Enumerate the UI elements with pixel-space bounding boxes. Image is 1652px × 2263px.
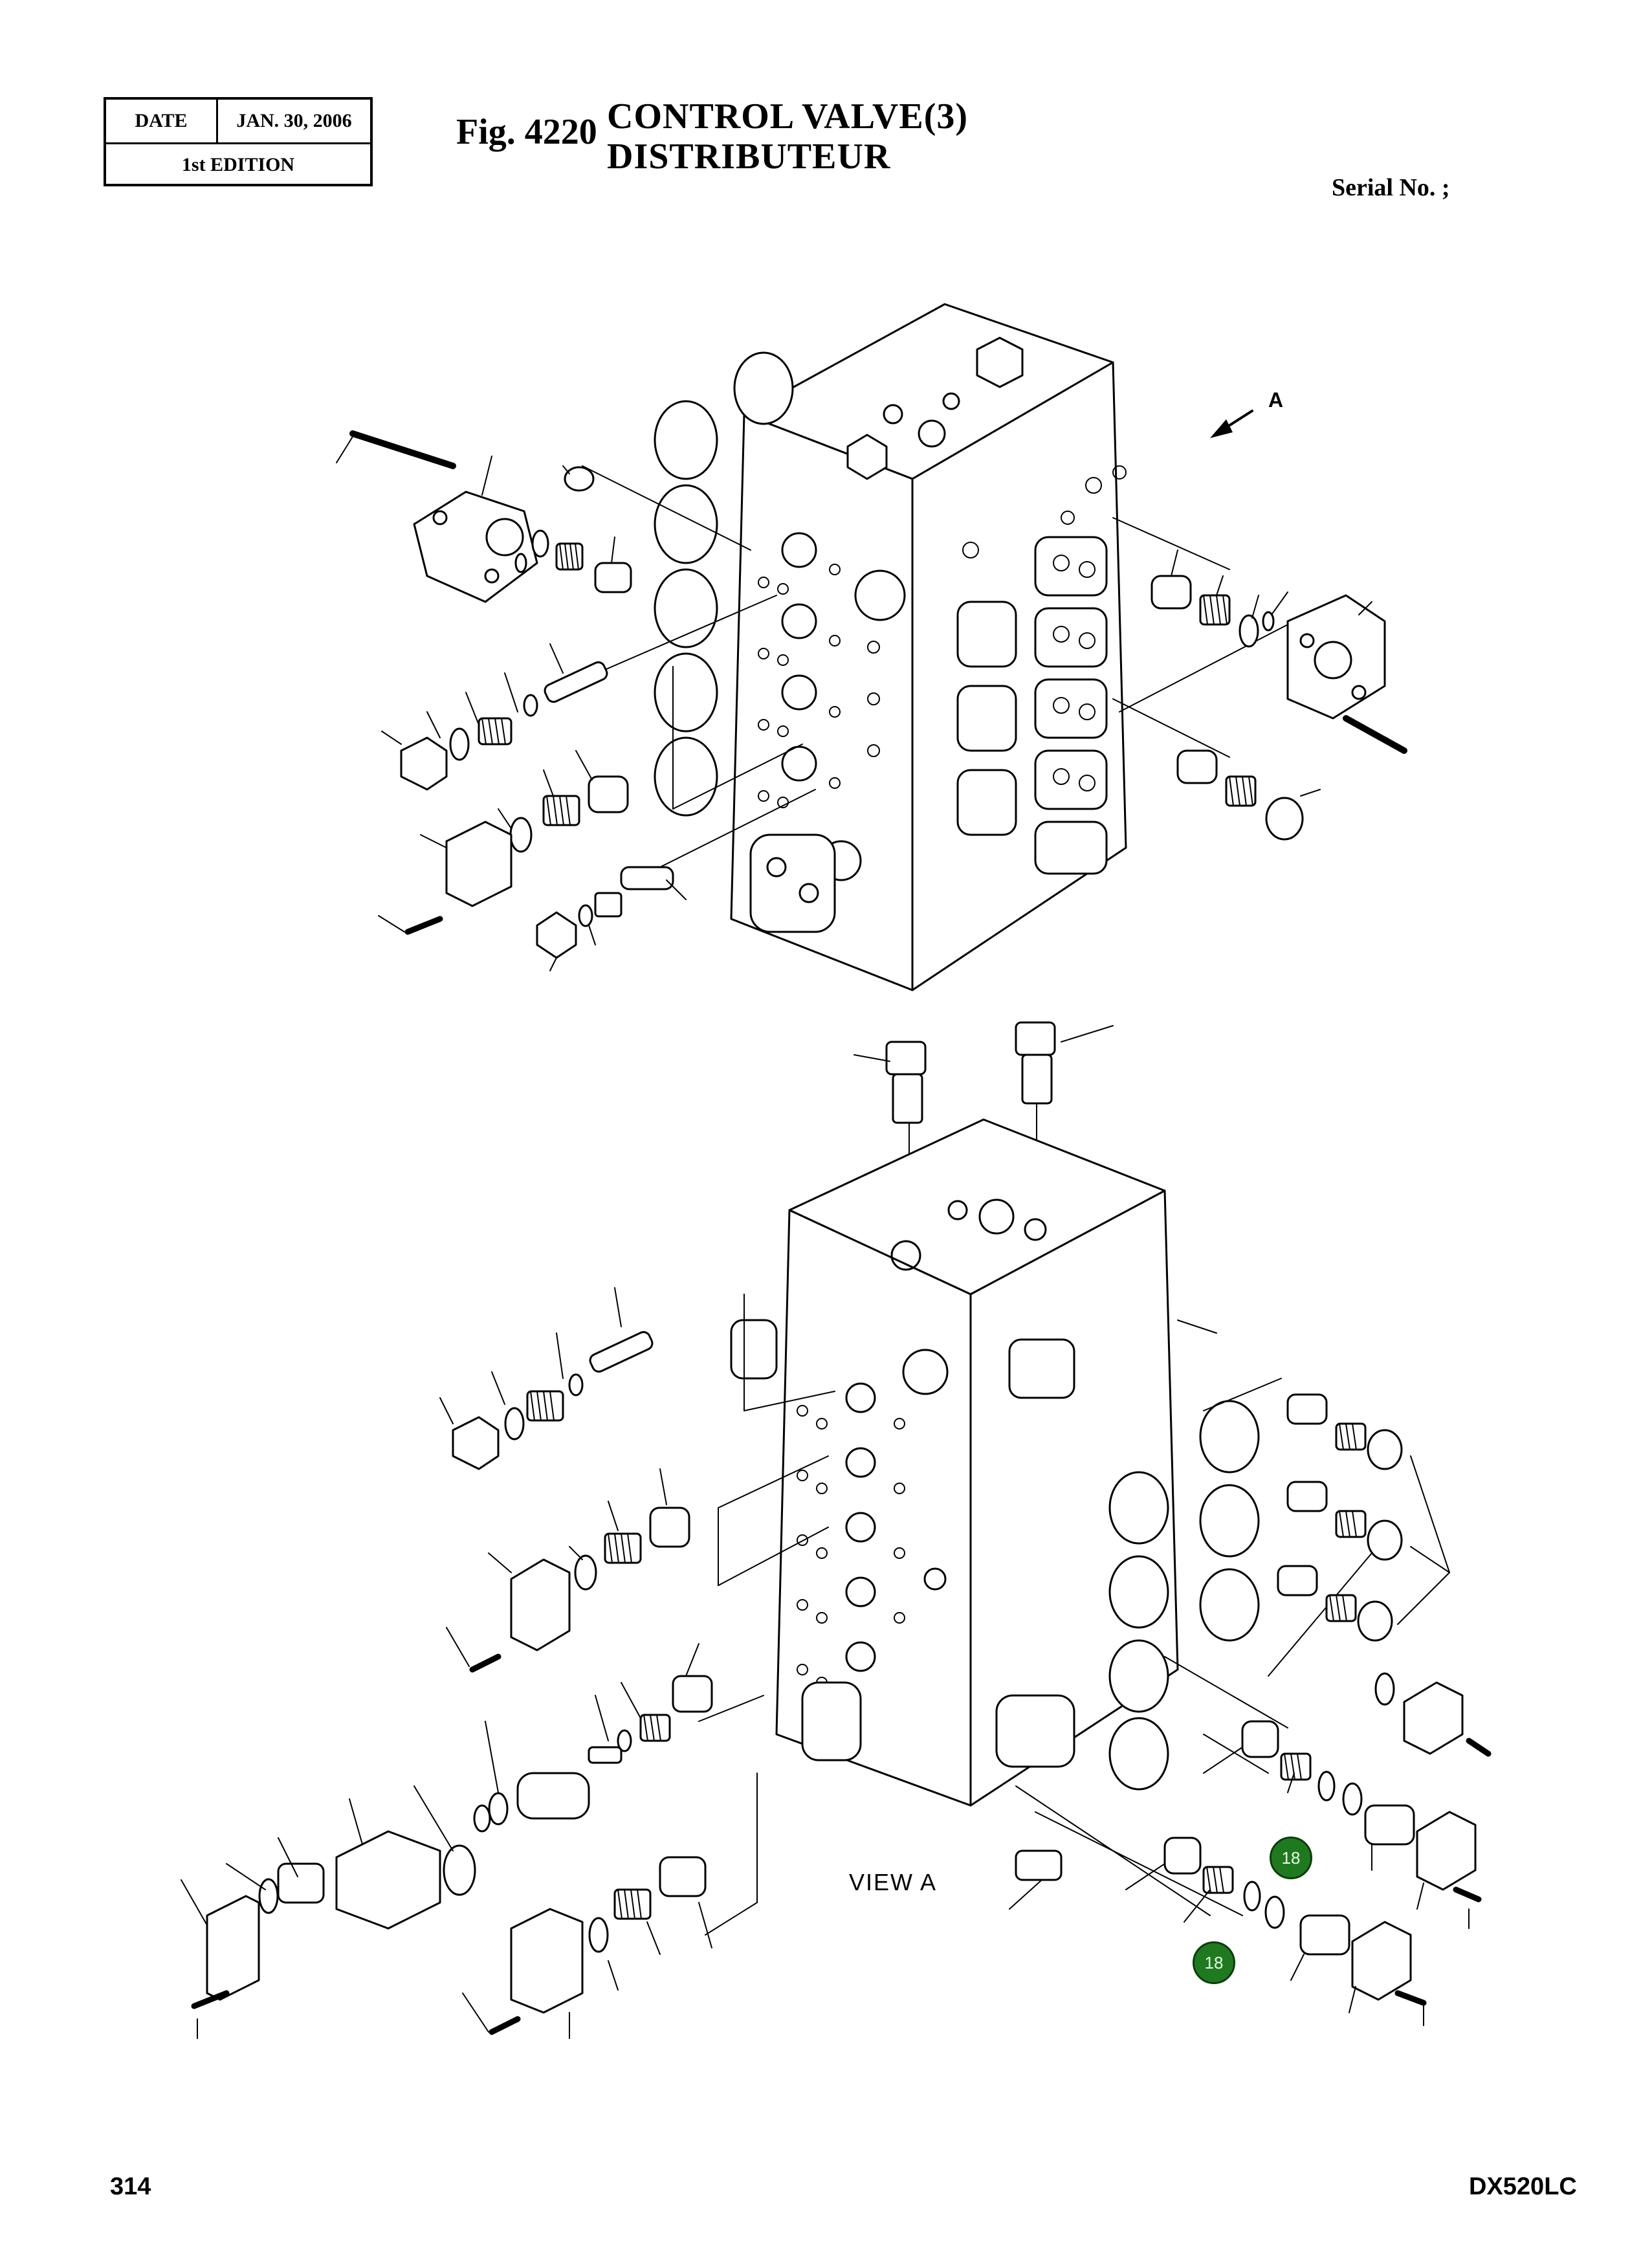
edition-label: 1st EDITION [181, 154, 295, 175]
upper-left-parts [336, 430, 687, 971]
title-french: DISTRIBUTEUR [607, 137, 891, 177]
lower-right-parts [1125, 1393, 1492, 2026]
upper-valve-body [654, 303, 1127, 991]
upper-right-parts [1151, 549, 1407, 841]
title-english: CONTROL VALVE(3) [607, 96, 969, 137]
date-edition-box: DATE JAN. 30, 2006 1st EDITION [104, 97, 373, 186]
serial-number-label: Serial No. ; [1332, 174, 1450, 201]
view-a-label: VIEW A [849, 1869, 938, 1895]
view-arrow-label: A [1268, 388, 1284, 412]
model-code: DX520LC [1469, 2173, 1577, 2200]
figure-number: Fig. 4220 [456, 112, 597, 152]
callout-badge[interactable]: 18 [1270, 1837, 1312, 1879]
page-number: 314 [110, 2173, 151, 2200]
date-label: DATE [106, 100, 218, 142]
callout-badge[interactable]: 18 [1193, 1941, 1235, 1984]
view-a-arrow [1210, 410, 1253, 438]
date-value: JAN. 30, 2006 [236, 110, 352, 131]
lower-valve-body [730, 1021, 1260, 1807]
lower-left-parts [181, 1287, 1063, 2039]
